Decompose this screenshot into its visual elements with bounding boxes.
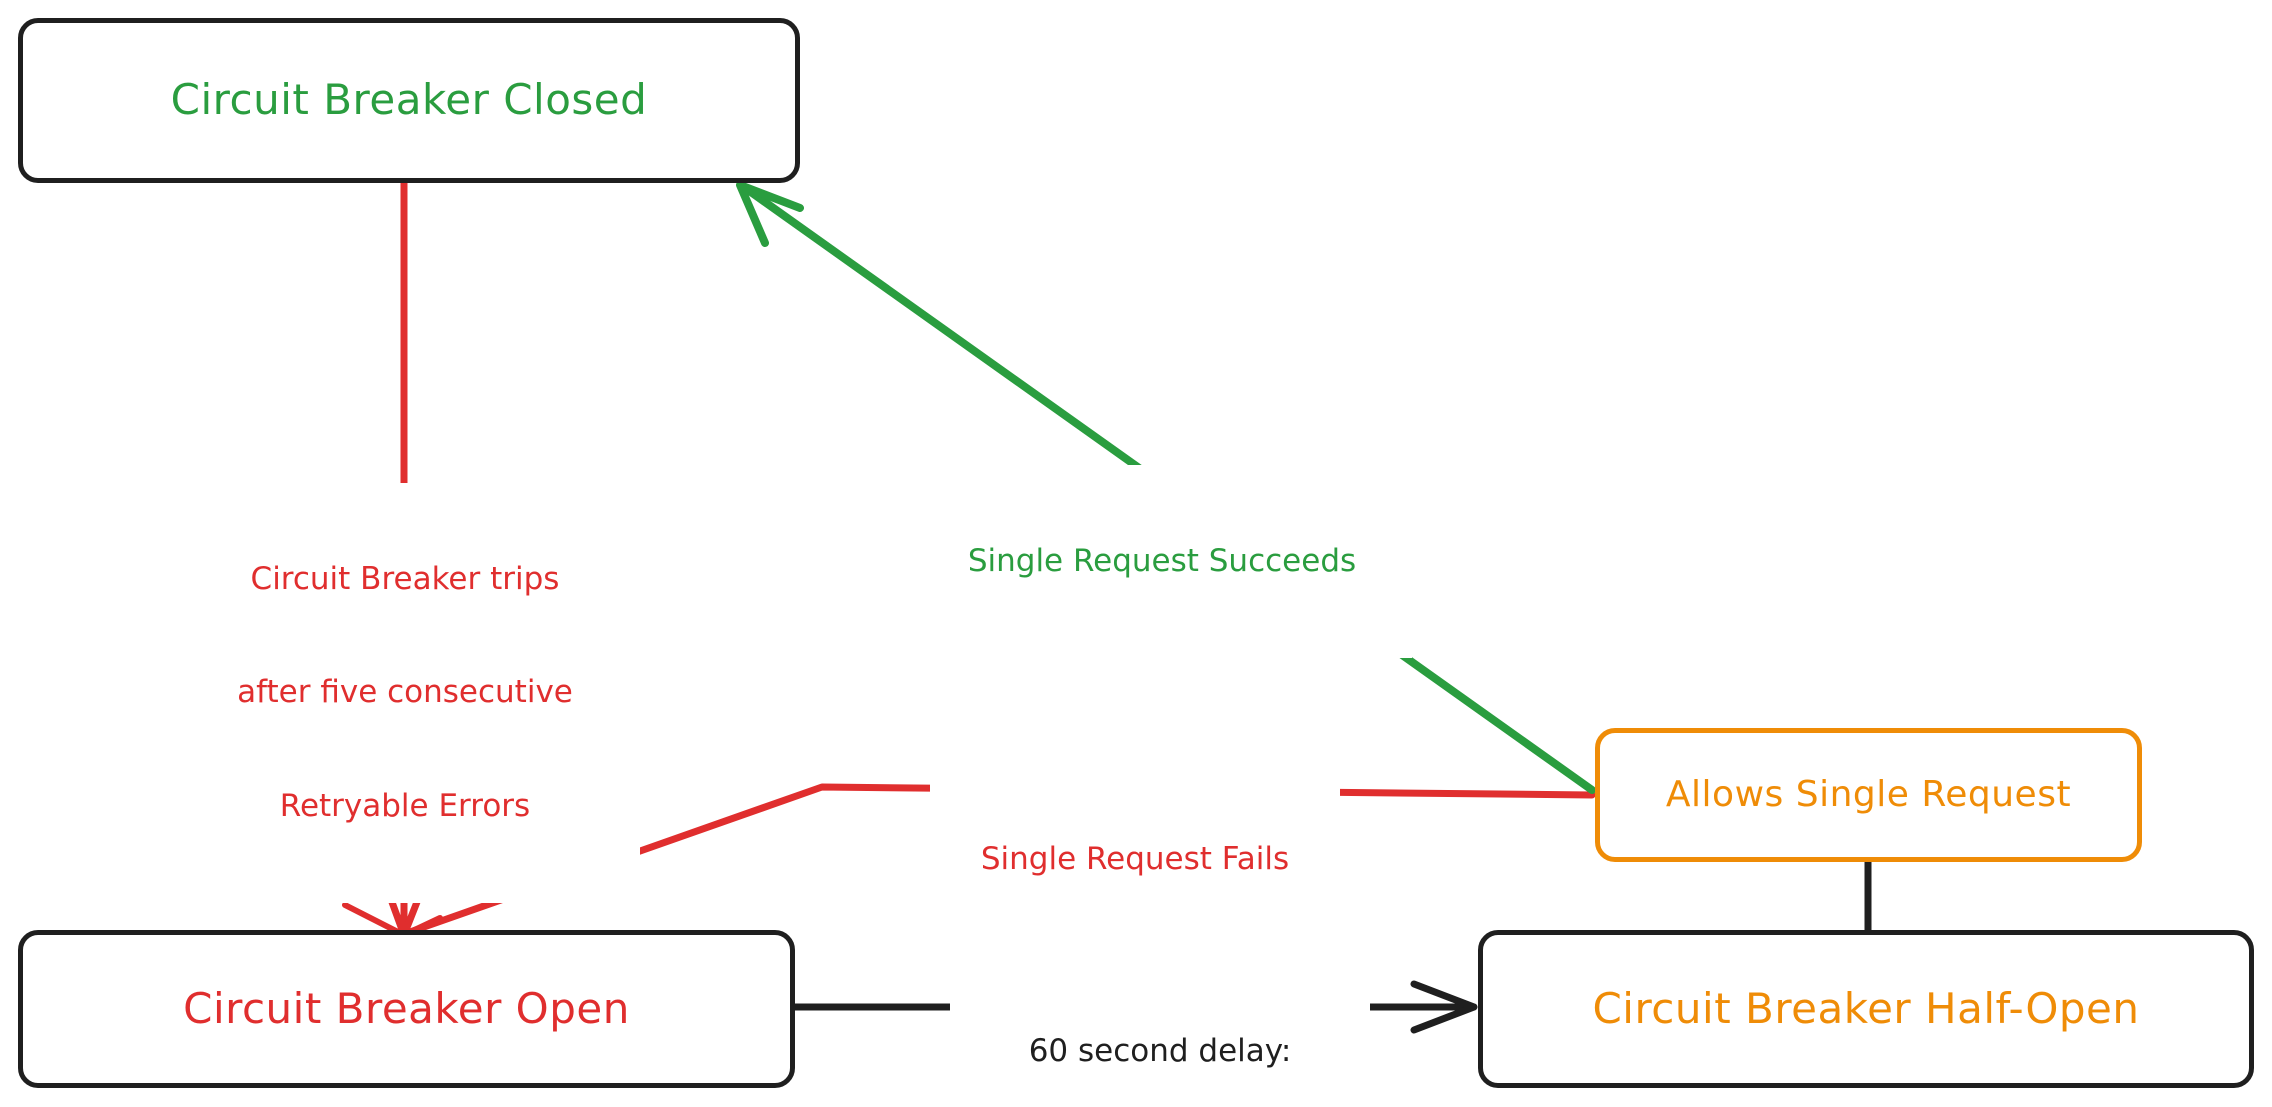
edge-label-allows-to-open: Single Request Fails <box>930 763 1340 957</box>
edge-label-line-1: Single Request Fails <box>980 840 1290 877</box>
edge-label-line-1: Circuit Breaker trips <box>250 560 560 597</box>
node-circuit-breaker-half-open[interactable]: Circuit Breaker Half-Open <box>1478 930 2254 1088</box>
edge-label-open-to-half-open: 60 second delay: No requests allowed <box>950 955 1370 1107</box>
edge-label-line-3: Retryable Errors <box>279 787 531 824</box>
node-circuit-breaker-closed[interactable]: Circuit Breaker Closed <box>18 18 800 183</box>
edge-label-line-2: after five consecutive <box>237 674 573 711</box>
node-label-allows-single-request: Allows Single Request <box>1665 774 2072 816</box>
edge-label-closed-to-open: Circuit Breaker trips after five consecu… <box>170 483 640 903</box>
edge-label-line-1: Single Request Succeeds <box>967 542 1357 579</box>
node-circuit-breaker-open[interactable]: Circuit Breaker Open <box>18 930 795 1088</box>
node-label-closed: Circuit Breaker Closed <box>170 75 648 125</box>
node-allows-single-request[interactable]: Allows Single Request <box>1595 728 2142 862</box>
node-label-open: Circuit Breaker Open <box>183 983 630 1033</box>
edge-label-allows-to-closed: Single Request Succeeds <box>912 465 1412 659</box>
edge-label-line-1: 60 second delay: <box>1028 1032 1292 1069</box>
node-label-half-open: Circuit Breaker Half-Open <box>1592 983 2140 1033</box>
